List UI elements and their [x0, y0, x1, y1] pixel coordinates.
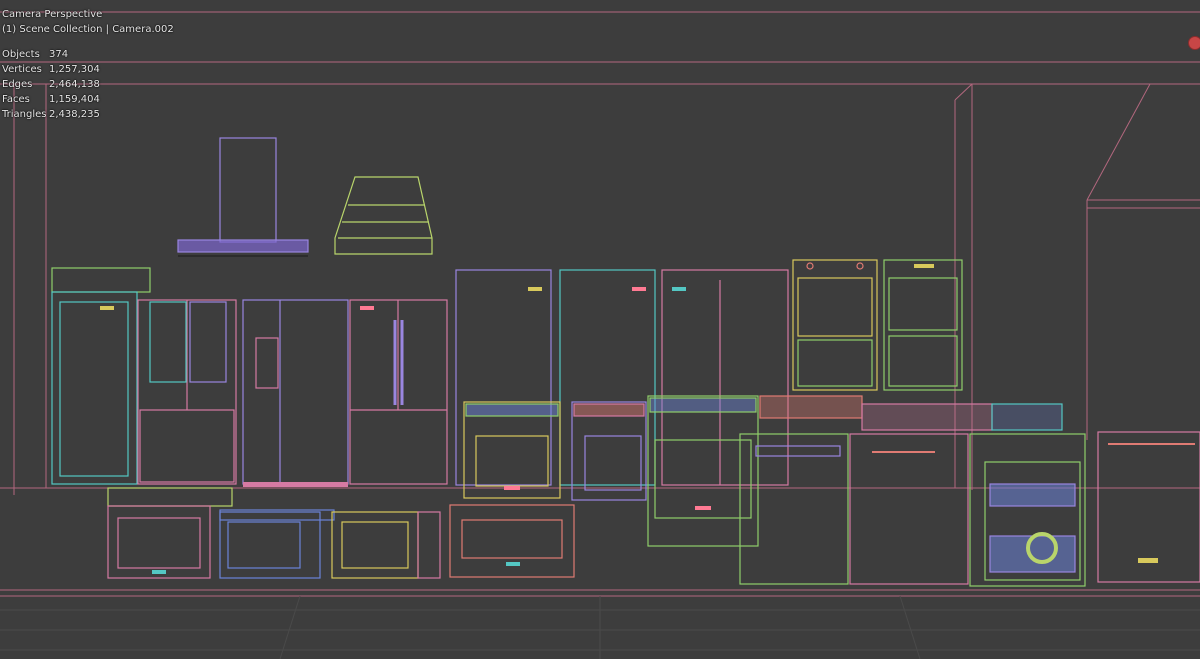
microwave-2[interactable] [331, 511, 441, 579]
room-wireframe [0, 11, 1200, 597]
range-center[interactable] [571, 401, 647, 501]
dishwasher-open[interactable] [969, 433, 1086, 587]
range-hood-chimney[interactable] [177, 137, 309, 257]
range-pro[interactable] [647, 395, 759, 547]
refrigerator-bottom-freezer[interactable] [349, 299, 448, 485]
range-left[interactable] [463, 401, 561, 499]
floor-grid [0, 595, 1200, 659]
refrigerator-french-door[interactable] [137, 299, 237, 485]
refrigerator-panel-2[interactable] [559, 269, 656, 486]
refrigerator-side-by-side[interactable] [242, 299, 349, 487]
range-hood-flared[interactable] [334, 176, 433, 255]
refrigerator-panel-1[interactable] [455, 269, 552, 486]
dishwasher-right[interactable] [1097, 431, 1200, 583]
wall-oven-double[interactable] [883, 259, 963, 391]
record-dot-icon[interactable] [1188, 36, 1200, 50]
refrigerator-column[interactable] [51, 267, 151, 485]
dishwasher-panel-1[interactable] [739, 433, 849, 585]
hood-duct [1086, 83, 1200, 201]
microwave-drawer[interactable] [107, 487, 233, 579]
microwave-1[interactable] [219, 509, 335, 579]
range-wide[interactable] [759, 395, 1063, 431]
wall-corner [954, 83, 973, 101]
dishwasher-panel-2[interactable] [849, 433, 969, 585]
refrigerator-panel-3[interactable] [661, 269, 789, 486]
microwave-drawer-2[interactable] [449, 504, 575, 578]
wall-oven-french-door[interactable] [792, 259, 878, 391]
